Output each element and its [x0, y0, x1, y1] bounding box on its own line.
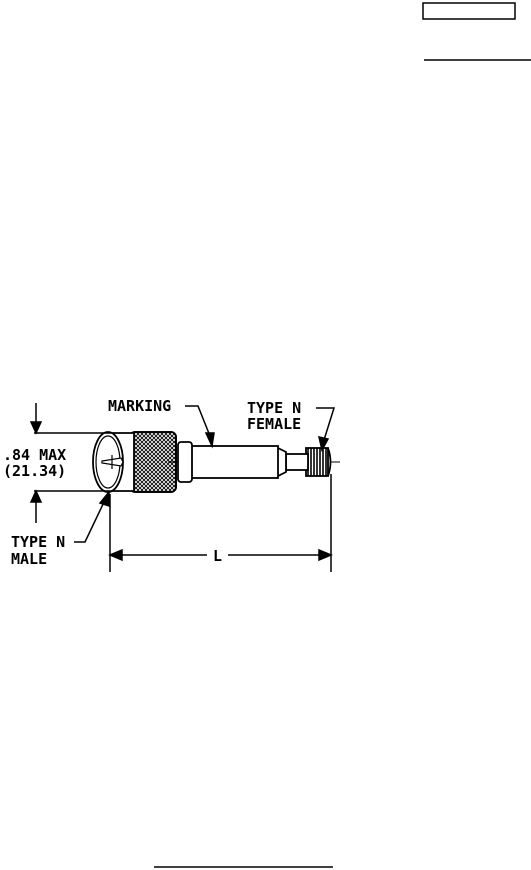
- arrowhead-up-icon: [29, 489, 43, 503]
- center-pin: [101, 455, 124, 469]
- length-label: L: [213, 547, 222, 565]
- male-label-line1: TYPE N: [11, 533, 65, 551]
- male-leader: [74, 489, 110, 543]
- female-threaded-end: [305, 447, 332, 477]
- knurled-coupling-nut: [129, 431, 177, 493]
- marking-label: MARKING: [108, 397, 171, 415]
- diameter-dimension: [29, 403, 112, 523]
- neck-section: [285, 453, 309, 471]
- diameter-label-inches: .84 MAX: [3, 446, 66, 464]
- female-label-line2: FEMALE: [247, 415, 301, 433]
- collar-ring: [177, 441, 193, 483]
- page-number-box: [422, 2, 516, 20]
- arrowhead-left-icon: [108, 548, 123, 562]
- male-label-line2: MALE: [11, 550, 47, 568]
- arrowhead-right-icon: [318, 548, 333, 562]
- length-dimension: [108, 474, 333, 572]
- diameter-label-mm: (21.34): [3, 462, 66, 480]
- adapter-body: [92, 431, 340, 493]
- female-label-line1: TYPE N: [247, 399, 301, 417]
- marking-leader: [185, 405, 215, 449]
- arrowhead-down-icon: [29, 421, 43, 435]
- main-barrel: [189, 445, 279, 479]
- female-leader: [316, 407, 336, 453]
